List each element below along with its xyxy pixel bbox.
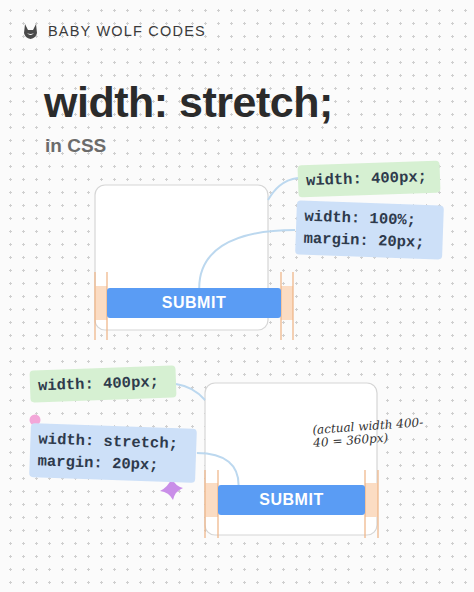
- code-text: width: 100%;: [304, 206, 436, 233]
- code-label: width: stretch;margin: 20px;: [29, 423, 197, 483]
- connector-curve: [199, 230, 295, 288]
- brand-name: BABY WOLF CODES: [48, 23, 248, 39]
- code-text: width: 400px;: [38, 371, 169, 398]
- margin-area: [365, 483, 378, 517]
- code-text: margin: 20px;: [37, 450, 188, 477]
- connector-curve: [197, 453, 239, 485]
- subtitle: in CSS: [45, 135, 165, 157]
- button-text: SUBMIT: [162, 294, 226, 312]
- code-label: width: 400px;: [297, 161, 440, 198]
- code-text: margin: 20px;: [303, 228, 435, 255]
- card: [205, 383, 377, 535]
- button-text: SUBMIT: [259, 491, 323, 509]
- code-text: width: 400px;: [306, 166, 433, 192]
- code-label: width: 400px;: [29, 365, 176, 402]
- submit-button: SUBMIT: [107, 288, 281, 318]
- margin-area: [205, 483, 218, 517]
- code-label: width: 100%;margin: 20px;: [295, 200, 444, 259]
- page-title: width: stretch;: [44, 78, 333, 127]
- margin-guides: [205, 470, 378, 538]
- margin-area: [281, 286, 293, 320]
- leader-line: [268, 178, 298, 200]
- submit-button: SUBMIT: [218, 485, 365, 515]
- margin-area: [95, 286, 107, 320]
- leader-line: [176, 384, 205, 400]
- annotation-note: (actual width 400-40 = 360px): [312, 416, 428, 450]
- code-text: width: stretch;: [38, 428, 189, 455]
- wolf-icon: [24, 24, 37, 39]
- margin-guides: [95, 272, 293, 340]
